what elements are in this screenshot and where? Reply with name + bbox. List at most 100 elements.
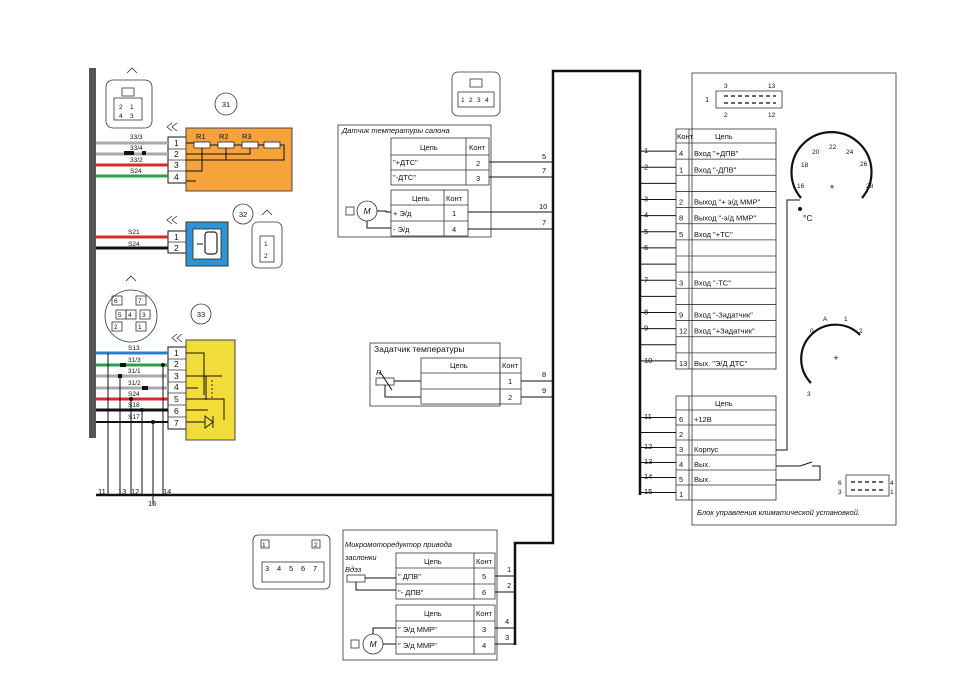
svg-text:4: 4 — [505, 617, 509, 626]
svg-text:3: 3 — [477, 97, 481, 104]
svg-text:12: 12 — [768, 112, 776, 119]
unit-caption: Блок управления климатической установкой… — [697, 508, 860, 517]
svg-text:2: 2 — [174, 149, 179, 159]
damper-motor: 1 2 3 4 5 6 7 Микромоторедуктор привода … — [252, 529, 515, 661]
unit-pinout-icon: 1 3 13 2 12 — [705, 83, 783, 119]
svg-text:14: 14 — [163, 487, 171, 496]
svg-text:13: 13 — [768, 83, 776, 90]
svg-text:Вдэз: Вдэз — [345, 565, 362, 574]
svg-text:4: 4 — [890, 480, 894, 487]
connector-number-circle — [214, 92, 238, 116]
connector-32: 32 1 2 1 2 — [166, 203, 283, 269]
svg-text:33/2: 33/2 — [130, 157, 143, 164]
svg-text:12: 12 — [679, 327, 687, 336]
unit-row — [640, 174, 776, 184]
svg-text:4: 4 — [174, 382, 179, 392]
svg-text:6: 6 — [482, 588, 486, 597]
svg-text:+12В: +12В — [694, 415, 712, 424]
svg-text:6: 6 — [174, 406, 179, 416]
svg-text:Конт: Конт — [502, 361, 519, 370]
svg-text:Цепь: Цепь — [715, 132, 733, 141]
svg-text:Вход "+ДПВ": Вход "+ДПВ" — [694, 149, 739, 158]
svg-text:2: 2 — [508, 393, 512, 402]
svg-text:Конт: Конт — [677, 132, 694, 141]
svg-text:5: 5 — [542, 152, 546, 161]
svg-text:Вых. "Э/Д ДТС": Вых. "Э/Д ДТС" — [694, 359, 748, 368]
svg-text:R2: R2 — [219, 132, 229, 141]
svg-text:заслонки: заслонки — [344, 553, 377, 562]
svg-text:Цепь: Цепь — [424, 609, 442, 618]
svg-text:2: 2 — [114, 324, 118, 331]
svg-text:3: 3 — [838, 489, 842, 496]
connector-31-wires: 33/3 33/4 33/2 S24 — [96, 134, 168, 178]
svg-text:1: 1 — [508, 377, 512, 386]
svg-text:24: 24 — [846, 149, 854, 156]
svg-text:1: 1 — [174, 138, 179, 148]
svg-text:14: 14 — [644, 472, 652, 481]
svg-text:2: 2 — [264, 253, 268, 260]
svg-text:1: 1 — [679, 490, 683, 499]
svg-text:Вых.: Вых. — [694, 460, 710, 469]
svg-text:1: 1 — [138, 324, 142, 331]
svg-text:Конт: Конт — [476, 557, 493, 566]
connector-33-pinout-icon: 6 7 5 4 3 2 1 — [104, 275, 158, 343]
svg-text:S21: S21 — [128, 229, 140, 236]
svg-text:2: 2 — [724, 112, 728, 119]
svg-text:Вход "-ДПВ": Вход "-ДПВ" — [694, 165, 737, 174]
svg-text:Цепь: Цепь — [412, 194, 430, 203]
svg-text:11: 11 — [644, 412, 652, 421]
svg-text:3: 3 — [130, 113, 134, 120]
svg-text:3: 3 — [807, 391, 811, 398]
svg-text:5: 5 — [679, 475, 683, 484]
svg-text:0: 0 — [810, 328, 814, 335]
svg-text:4: 4 — [452, 225, 456, 234]
svg-text:4: 4 — [277, 564, 281, 573]
svg-text:Цепь: Цепь — [715, 399, 733, 408]
svg-text:Цепь: Цепь — [420, 143, 438, 152]
svg-text:Цепь: Цепь — [424, 557, 442, 566]
svg-text:13: 13 — [118, 487, 126, 496]
unit-row — [640, 287, 776, 297]
svg-text:7: 7 — [138, 298, 142, 305]
unit-bottom-pinout-icon: 6 3 4 1 — [838, 474, 894, 497]
svg-text:3: 3 — [724, 83, 728, 90]
svg-text:31/3: 31/3 — [128, 357, 141, 364]
svg-text:15: 15 — [148, 499, 156, 508]
svg-text:A: A — [823, 316, 828, 323]
svg-text:+: + — [833, 353, 839, 364]
svg-text:R3: R3 — [242, 132, 252, 141]
svg-text:6: 6 — [838, 480, 842, 487]
svg-text:5: 5 — [174, 394, 179, 404]
svg-text:11: 11 — [98, 487, 106, 496]
svg-text:32: 32 — [239, 210, 247, 219]
setter-title: Задатчик температуры — [374, 344, 464, 354]
svg-text:8: 8 — [542, 370, 546, 379]
svg-text:26: 26 — [860, 161, 868, 168]
svg-text:20: 20 — [812, 149, 820, 156]
svg-text:33: 33 — [197, 310, 205, 319]
svg-text:16: 16 — [797, 183, 805, 190]
svg-text:31/2: 31/2 — [128, 380, 141, 387]
svg-text:1: 1 — [174, 232, 179, 242]
svg-text:Вход "+ТС": Вход "+ТС" — [694, 230, 733, 239]
svg-text:6: 6 — [301, 564, 305, 573]
svg-text:2: 2 — [174, 359, 179, 369]
svg-text:7: 7 — [542, 218, 546, 227]
svg-text:S13: S13 — [128, 345, 140, 352]
unit-row: 6 — [640, 239, 776, 252]
svg-text:S24: S24 — [130, 168, 142, 175]
svg-text:3: 3 — [505, 633, 509, 642]
svg-text:Корпус: Корпус — [694, 445, 718, 454]
svg-text:1: 1 — [452, 209, 456, 218]
